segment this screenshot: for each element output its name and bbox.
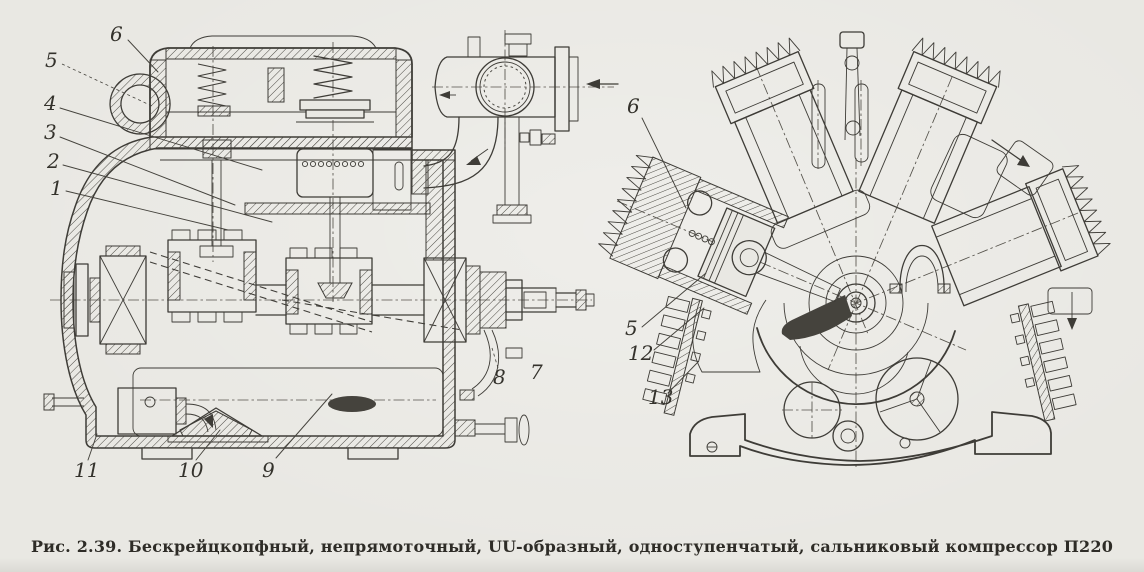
radial-centerlines bbox=[616, 65, 1079, 470]
left-view bbox=[43, 30, 619, 460]
stud-arrow-2 bbox=[1067, 292, 1077, 330]
part-label-7: 7 bbox=[530, 360, 543, 384]
leader-line bbox=[59, 136, 236, 206]
base bbox=[689, 357, 1052, 466]
suction-flow-arrow bbox=[586, 79, 619, 89]
crankshaft-assembly bbox=[63, 229, 481, 355]
part-label-2: 2 bbox=[46, 149, 60, 173]
leader-line bbox=[667, 361, 699, 394]
left-fin-rail bbox=[642, 296, 712, 416]
upper-right-cylinder bbox=[858, 37, 1001, 224]
part-label-3: 3 bbox=[44, 120, 57, 144]
shaft-seal bbox=[459, 271, 595, 401]
lower-right-cylinder bbox=[931, 165, 1111, 307]
leader-line bbox=[62, 164, 273, 223]
leader-line bbox=[65, 190, 229, 231]
part-label-r5: 5 bbox=[625, 316, 638, 340]
figure-caption: Рис. 2.39. Бескрейцкопфный, непрямоточны… bbox=[30, 537, 1114, 556]
oil-flow-arrow bbox=[204, 414, 213, 428]
leader-line bbox=[275, 393, 333, 459]
oil-loop-pipe bbox=[889, 244, 951, 294]
elbow-flow-arrow bbox=[466, 148, 489, 165]
left-cylinder-section bbox=[598, 154, 841, 315]
part-label-5: 5 bbox=[45, 48, 58, 72]
leader-line bbox=[641, 272, 707, 328]
part-label-9: 9 bbox=[262, 458, 275, 482]
inner-flow-arrow bbox=[439, 91, 456, 99]
part-label-8: 8 bbox=[493, 365, 506, 389]
right-fin-rail bbox=[1009, 300, 1077, 422]
mounting-plates bbox=[930, 133, 1093, 330]
part-label-1: 1 bbox=[50, 176, 63, 200]
leader-line bbox=[59, 107, 263, 171]
part-label-r13: 13 bbox=[648, 385, 673, 409]
upper-left-cylinder bbox=[711, 37, 871, 249]
part-label-r6: 6 bbox=[627, 94, 640, 118]
cylinder-head bbox=[109, 35, 430, 161]
cylinder-support-arm bbox=[692, 299, 767, 373]
part-labels: 6 5 4 3 2 1 11 10 9 8 7 6 5 12 13 bbox=[43, 22, 707, 482]
part-label-6: 6 bbox=[110, 22, 123, 46]
part-label-4: 4 bbox=[43, 91, 57, 115]
crank-circle bbox=[756, 255, 956, 406]
center-yoke bbox=[811, 31, 869, 172]
part-label-r12: 12 bbox=[628, 341, 653, 365]
leader-line bbox=[61, 63, 153, 107]
part-label-10: 10 bbox=[178, 458, 204, 482]
crankcase-body bbox=[60, 136, 456, 460]
stud-arrow bbox=[991, 139, 1030, 167]
suction-fitting bbox=[423, 33, 619, 224]
part-label-11: 11 bbox=[74, 458, 99, 482]
leader-line bbox=[127, 39, 159, 73]
valve-unloader bbox=[199, 139, 412, 299]
oil-sump bbox=[43, 367, 530, 446]
leader-line bbox=[653, 307, 705, 351]
leader-line bbox=[641, 117, 687, 209]
leader-line bbox=[195, 429, 221, 461]
leader-line bbox=[87, 433, 98, 461]
right-view bbox=[598, 31, 1111, 470]
